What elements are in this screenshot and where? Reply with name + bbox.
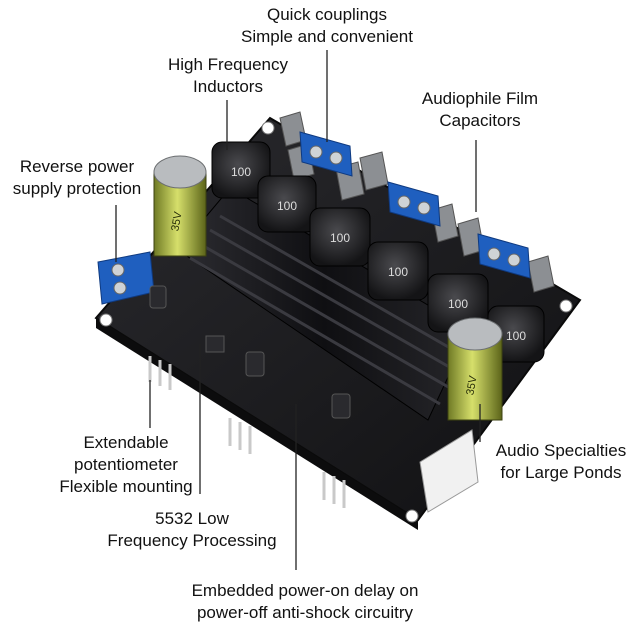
inductor: 100	[211, 141, 271, 199]
callout-audio-specialties: Audio Specialties for Large Ponds	[486, 440, 636, 484]
callout-inductors-line1: High Frequency	[167, 55, 288, 74]
pcb-edge	[96, 318, 418, 530]
svg-text:100: 100	[277, 199, 297, 213]
terminal-top	[299, 131, 353, 177]
callout-potentiometer-line3: Flexible mounting	[59, 477, 193, 496]
svg-text:100: 100	[448, 297, 468, 311]
callout-reverse-power-line1: Reverse power	[19, 157, 135, 176]
inductor: 100	[257, 175, 317, 233]
terminal-middle	[387, 181, 441, 227]
callout-audio-specialties-line2: for Large Ponds	[500, 463, 622, 482]
callout-power-delay-line1: Embedded power-on delay on	[191, 581, 419, 600]
callout-potentiometer-line2: potentiometer	[74, 455, 178, 474]
callout-low-frequency-line1: 5532 Low	[155, 509, 229, 528]
callout-potentiometer: Extendable potentiometer Flexible mounti…	[46, 432, 206, 498]
svg-text:100: 100	[330, 231, 350, 245]
callout-inductors: High Frequency Inductors	[158, 54, 298, 98]
inductors: 100 100 100 100 100 100	[211, 141, 545, 363]
inductor: 100	[367, 241, 429, 301]
capacitor-left: 35V	[153, 155, 207, 257]
callout-potentiometer-line1: Extendable	[83, 433, 169, 452]
callout-power-delay: Embedded power-on delay on power-off ant…	[170, 580, 440, 624]
callout-reverse-power-line2: supply protection	[12, 179, 142, 198]
callout-reverse-power: Reverse power supply protection	[6, 156, 148, 200]
capacitor-right: 35V	[447, 317, 503, 421]
white-connector	[419, 429, 479, 513]
callout-quick-couplings-line1: Quick couplings	[266, 5, 387, 24]
callout-film-capacitors: Audiophile Film Capacitors	[408, 88, 552, 132]
callout-lines	[115, 50, 481, 570]
svg-text:100: 100	[231, 165, 251, 179]
callout-low-frequency-line2: Frequency Processing	[107, 531, 277, 550]
terminal-right	[477, 233, 531, 279]
svg-text:35V: 35V	[169, 210, 184, 232]
callout-quick-couplings: Quick couplings Simple and convenient	[232, 4, 422, 48]
callout-film-capacitors-line2: Capacitors	[439, 111, 521, 130]
terminal-power	[97, 251, 155, 305]
callout-audio-specialties-line1: Audio Specialties	[495, 441, 627, 460]
inductor: 100	[309, 207, 371, 267]
callout-low-frequency: 5532 Low Frequency Processing	[96, 508, 288, 552]
callout-inductors-line2: Inductors	[193, 77, 263, 96]
callout-power-delay-line2: power-off anti-shock circuitry	[196, 603, 414, 622]
small-components	[149, 285, 351, 419]
callout-quick-couplings-line2: Simple and convenient	[240, 27, 413, 46]
screw-terminals	[97, 131, 531, 305]
svg-text:100: 100	[388, 265, 408, 279]
mounting-holes	[99, 121, 573, 523]
callout-film-capacitors-line1: Audiophile Film	[421, 89, 539, 108]
pin-headers	[148, 356, 346, 508]
svg-text:35V: 35V	[464, 374, 479, 396]
heatsink	[177, 187, 471, 421]
svg-text:100: 100	[506, 329, 526, 343]
